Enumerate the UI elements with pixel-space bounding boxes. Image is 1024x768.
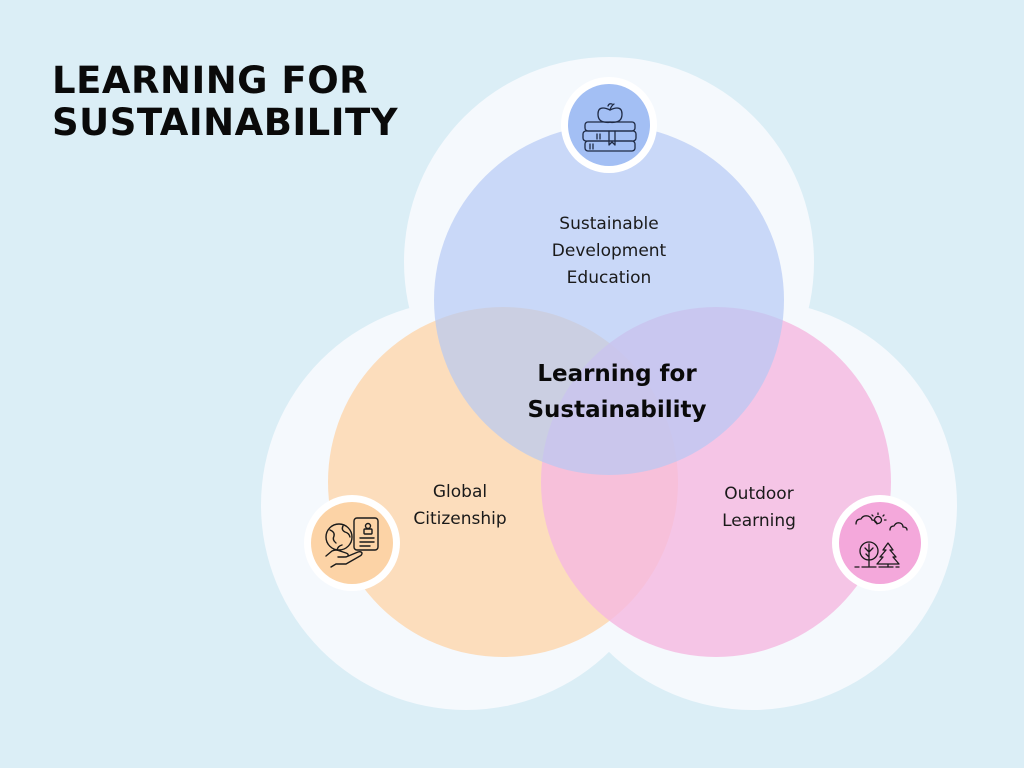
label-line: Learning [722,511,796,531]
center-label: Learning for Sustainability [527,356,706,428]
page-title: LEARNING FOR SUSTAINABILITY [52,60,398,144]
label-line: Outdoor [724,484,794,504]
set-sustainable-development-education [434,125,784,475]
label-line: Development [551,241,667,261]
label-global-citizenship: Global Citizenship [413,479,506,533]
trees-clouds-sun-icon [854,512,908,568]
label-sustainable-development-education: Sustainable Development Education [552,211,666,292]
label-outdoor-learning: Outdoor Learning [722,481,796,535]
label-line: Education [566,268,652,288]
badge-gc [304,495,400,591]
badge-sde [561,77,657,173]
center-label-line-1: Learning for [537,361,697,387]
title-line-2: SUSTAINABILITY [52,101,399,144]
badge-ol [832,495,928,591]
label-line: Global [432,482,488,502]
label-line: Citizenship [413,509,507,529]
center-label-line-2: Sustainability [527,397,707,423]
globe-hand-id-card-icon [325,517,379,568]
label-line: Sustainable [559,214,659,234]
books-apple-icon [582,103,637,152]
sets [328,125,891,657]
title-line-1: LEARNING FOR [52,59,369,102]
